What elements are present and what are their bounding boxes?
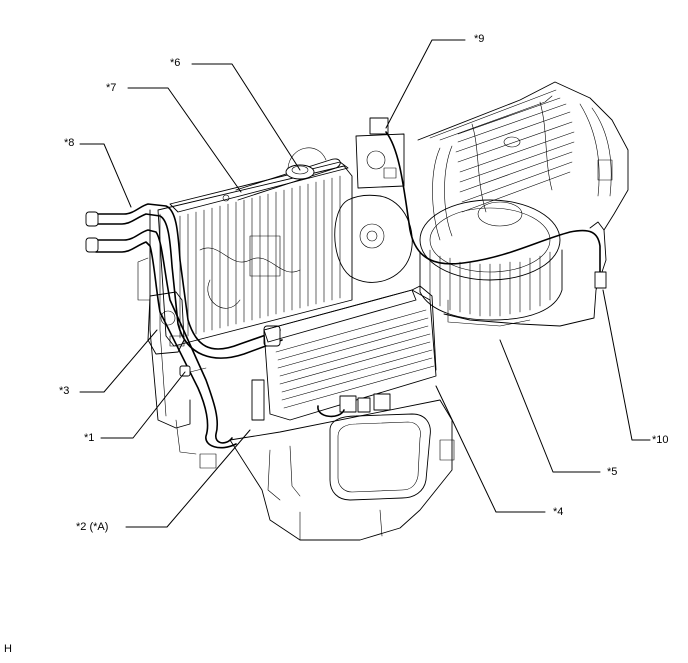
damper-servo-upper bbox=[334, 117, 413, 283]
unit-left-frame bbox=[137, 209, 197, 455]
callout-4: *4 bbox=[553, 506, 564, 518]
heater-top-tank bbox=[222, 147, 341, 202]
leader-line-5 bbox=[499, 339, 601, 473]
leader-line-2 bbox=[125, 429, 251, 528]
leader-line-8 bbox=[79, 143, 132, 208]
leader-line-7 bbox=[127, 87, 242, 193]
lower-air-duct-case bbox=[199, 399, 455, 541]
callout-leader-lines bbox=[79, 39, 651, 528]
leader-line-6 bbox=[191, 63, 301, 171]
leader-line-9 bbox=[385, 39, 466, 129]
callout-10: *10 bbox=[652, 434, 669, 446]
leader-line-3 bbox=[79, 329, 158, 393]
callout-2: *2 (*A) bbox=[76, 521, 109, 533]
callout-7: *7 bbox=[106, 82, 117, 94]
callout-3: *3 bbox=[59, 385, 70, 397]
leader-line-10 bbox=[602, 289, 651, 441]
callout-9: *9 bbox=[474, 33, 485, 45]
leader-line-1 bbox=[100, 371, 186, 439]
damper-servo-left bbox=[147, 291, 207, 377]
blower-case bbox=[417, 81, 629, 327]
callout-6: *6 bbox=[170, 57, 181, 69]
figure-code-letter: H bbox=[4, 643, 12, 655]
evaporator bbox=[251, 285, 437, 421]
callout-8: *8 bbox=[64, 137, 75, 149]
blower-wire-harness bbox=[385, 131, 607, 289]
leader-line-4 bbox=[435, 385, 546, 513]
callout-1: *1 bbox=[84, 432, 95, 444]
callout-5: *5 bbox=[607, 466, 618, 478]
